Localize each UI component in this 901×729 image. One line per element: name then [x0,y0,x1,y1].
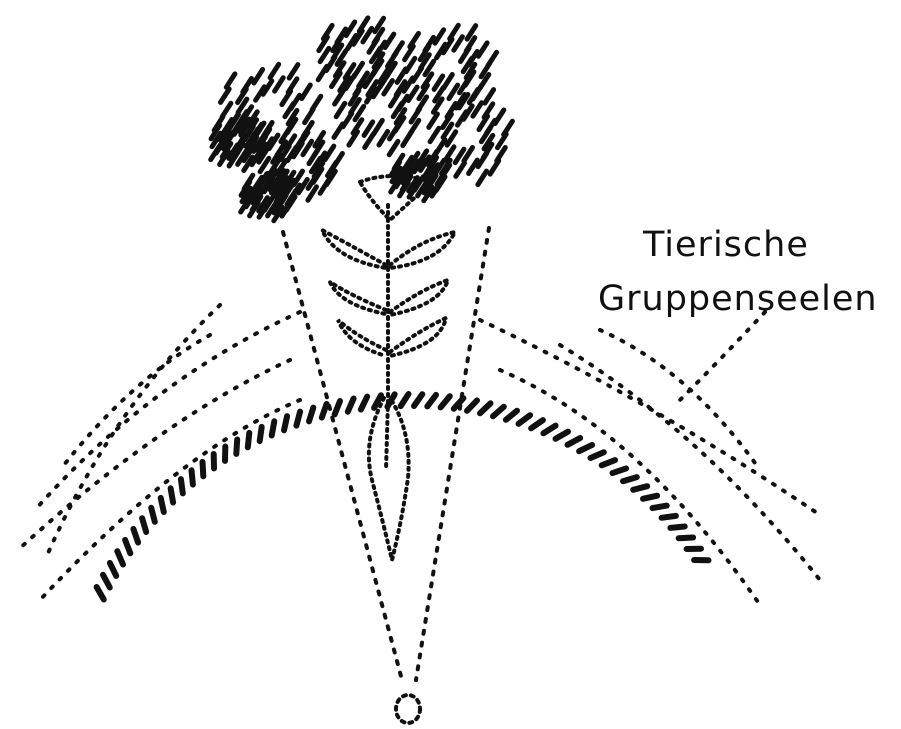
crown-hatch-stroke [430,128,439,141]
arch-hatch-stroke [181,479,183,493]
arch-hatch-stroke [125,540,130,553]
arch-hatch-stroke [556,432,569,439]
crown-hatch-stroke [254,70,263,84]
arch-hatch-stroke [151,508,155,522]
hatched-crown [211,18,513,221]
arch-hatch-stroke [493,407,504,417]
crown-hatch-stroke [270,64,279,77]
arch-hatch-stroke [679,538,693,539]
arch-hatch-stroke [335,401,340,414]
crown-hatch-stroke [456,163,465,177]
leaf-right-1 [390,232,455,268]
ray-left-2 [45,305,220,560]
stalk-line [386,205,388,470]
central-plant-stalk [322,176,455,560]
bottom-circle [396,695,420,723]
arch-hatch-stroke [97,587,104,600]
label-gruppenseelen: Gruppenseelen [598,282,878,317]
arch-hatch-stroke [467,400,477,410]
crown-hatch-stroke [221,89,230,102]
arch-hatch-stroke [579,445,592,451]
crown-hatch-stroke [488,52,497,65]
arch-hatch-stroke [236,440,237,454]
arch-hatch-stroke [662,516,676,518]
crown-hatch-stroke [312,96,321,109]
crown-hatch-stroke [454,37,463,51]
crown-hatch-stroke [485,90,494,104]
arch-hatch-stroke [531,420,543,428]
label-leader-line [680,312,765,400]
crown-hatch-stroke [302,85,311,99]
label-tierische: Tierische [643,228,809,263]
crown-hatch-stroke [429,114,438,127]
arch-hatch-stroke [480,403,491,413]
arch-hatch-stroke [284,416,287,430]
arch-hatch-stroke [110,563,116,576]
arch-hatch-stroke [427,395,436,407]
arch-hatch-stroke [633,486,647,490]
arch-hatch-stroke [161,498,164,512]
crown-hatch-stroke [478,171,487,185]
crown-hatch-stroke [289,65,298,79]
crown-hatch-stroke [435,30,444,43]
ray-left-5 [60,335,210,470]
cone-line-right [416,228,489,680]
arch-hatch-stroke [602,460,615,465]
crown-hatch-stroke [275,78,284,92]
arch-hatch-stroke [192,470,193,484]
arch-hatch-stroke [401,394,409,406]
crown-hatch-stroke [478,43,487,56]
arch-hatch-stroke [309,408,313,422]
converging-cone [283,228,489,723]
arch-hatch-stroke [133,529,138,543]
arch-hatch-stroke [361,397,367,410]
crown-hatch-stroke [226,74,235,87]
arch-hatch-stroke [142,518,146,532]
arch-hatch-stroke [506,411,517,420]
arch-hatch-stroke [171,488,174,502]
crown-hatch-stroke [450,25,459,39]
crown-hatch-stroke [408,87,417,100]
leaf-right-2 [390,280,448,315]
arch-hatch-stroke [568,438,581,445]
crown-hatch-stroke [336,103,345,116]
arch-hatch-stroke [519,415,531,424]
leaf-right-3 [390,318,446,356]
leaf-left-2 [330,282,386,314]
crown-hatch-stroke [403,132,412,146]
leaf-left-1 [322,230,386,268]
arch-hatch-stroke [248,433,250,447]
arch-hatch-stroke [543,426,555,434]
arch-hatch-stroke [613,468,627,473]
crown-hatch-stroke [490,161,499,175]
leaf-left-3 [338,320,386,356]
arch-hatch-stroke [203,462,204,476]
crown-hatch-stroke [449,85,458,99]
arch-hatch-stroke [441,396,450,407]
arch-hatch-stroke [103,575,110,588]
crown-hatch-stroke [379,132,388,146]
arch-hatch-stroke [623,477,637,481]
ray-right-2 [500,370,760,605]
arch-hatch-stroke [117,551,123,564]
arch-hatch-stroke [348,399,354,412]
arch-hatch-stroke [414,394,422,406]
arch-hatch-stroke [296,412,300,426]
crown-hatch-stroke [389,141,398,154]
arch-hatch-stroke [653,506,667,509]
arch-hatch-stroke [260,427,262,441]
arch-hatch-stroke [670,527,684,528]
arch-hatch-stroke [643,496,657,499]
arch-hatch-stroke [591,452,604,458]
arch-hatch-stroke [322,404,327,418]
arch-hatch-stroke [272,421,275,435]
